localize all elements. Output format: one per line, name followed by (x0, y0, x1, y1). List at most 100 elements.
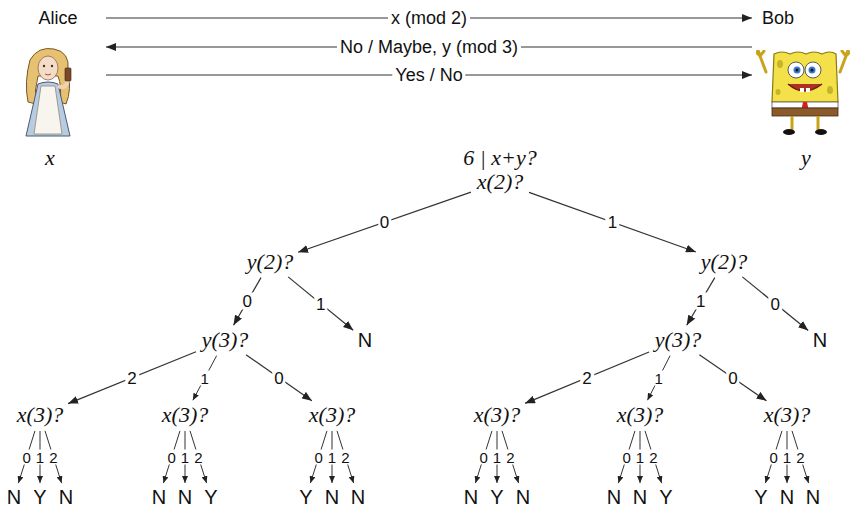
edge-label: 1 (635, 450, 645, 465)
leaf-answer: Y (201, 485, 220, 509)
alice-dress (26, 82, 70, 136)
question-node: x(3)? (159, 402, 211, 428)
edge-label: 1 (200, 370, 210, 385)
leaf-answer: N (4, 485, 24, 509)
node-text: Y (299, 487, 312, 507)
leaf-answer: N (513, 485, 533, 509)
person-node: Bob (752, 4, 804, 144)
edge-label: x (mod 2) (388, 9, 470, 27)
edge-label: 0 (378, 214, 391, 231)
edge-label: 0 (241, 293, 254, 310)
node-text: x(3)? (17, 404, 63, 426)
variable-label: 6 | x+y? (463, 147, 536, 169)
edge-label: 1 (606, 214, 619, 231)
person-node: Alice (10, 4, 106, 144)
leaf-answer: N (604, 485, 624, 509)
edge-label: 0 (22, 449, 32, 464)
node-text: Y (33, 487, 46, 507)
node-text: N (325, 487, 339, 507)
node-text: Y (490, 487, 503, 507)
bob-mouth (788, 84, 822, 91)
edge-label: 0 (769, 295, 782, 312)
node-text: x(3)? (162, 404, 208, 426)
question-node: y(2)? (698, 249, 750, 275)
edge-label: 1 (180, 450, 190, 465)
connector-arrow (310, 431, 327, 483)
connector-arrow (45, 431, 62, 483)
leaf-answer: N (777, 485, 797, 509)
question-node: y(2)? (244, 249, 296, 275)
connector-arrow (190, 431, 207, 483)
bob-hole (776, 89, 781, 95)
question-node: x(2)? (474, 169, 526, 195)
edge-label: 0 (726, 369, 739, 386)
edge-label: No / Maybe, y (mod 3) (337, 38, 521, 56)
node-text: y(3)? (655, 329, 701, 351)
node-text: N (351, 487, 365, 507)
node-text: N (633, 487, 647, 507)
node-text: y(3)? (202, 329, 248, 351)
bob-eye (788, 62, 804, 78)
connector-arrow (647, 356, 670, 401)
node-text: Alice (10, 9, 106, 27)
leaf-answer: N (355, 328, 375, 352)
edge-label: 1 (492, 450, 502, 465)
node-text: Y (204, 487, 217, 507)
node-text: Bob (752, 9, 804, 27)
connector-arrow (742, 277, 808, 331)
alice-apron (34, 86, 62, 134)
question-node: y(3)? (652, 327, 704, 353)
node-text: Y (659, 487, 672, 507)
bob-eye (805, 62, 821, 78)
leaf-answer: N (56, 485, 76, 509)
connector-arrow (765, 431, 782, 483)
bob-iris (794, 67, 801, 74)
connector-arrow (687, 278, 715, 326)
edge-label: 2 (340, 449, 350, 464)
leaf-answer: N (175, 485, 195, 509)
edge-label: 1 (654, 370, 664, 385)
edge-label: 2 (125, 369, 138, 386)
edge-label: 2 (48, 449, 58, 464)
leaf-answer: N (803, 485, 823, 509)
bob-tooth (800, 88, 804, 92)
node-text: x(2)? (477, 171, 523, 193)
bob-arm (756, 50, 766, 72)
bob-arm (840, 50, 850, 72)
node-text: N (813, 330, 827, 350)
node-text: N (464, 487, 478, 507)
bob-pupil (796, 69, 799, 72)
node-text: N (516, 487, 530, 507)
edge-label: 0 (167, 449, 177, 464)
leaf-answer: Y (30, 485, 49, 509)
alice-bottle (65, 68, 71, 81)
bob-shoe (815, 129, 827, 135)
edge-label: 1 (782, 450, 792, 465)
bob-pupil (811, 69, 814, 72)
connector-arrow (475, 431, 492, 483)
node-text: N (178, 487, 192, 507)
edge-label: 2 (505, 449, 515, 464)
node-text: x(3)? (617, 404, 663, 426)
connector-arrow (298, 192, 471, 252)
node-text: N (607, 487, 621, 507)
connector-arrow (233, 278, 261, 326)
bob-pants (772, 108, 838, 116)
node-text: Y (754, 487, 767, 507)
question-node: x(3)? (614, 402, 666, 428)
edge-label: 2 (795, 449, 805, 464)
node-text: x(3)? (309, 404, 355, 426)
edge-label: 0 (622, 449, 632, 464)
alice-illustration (16, 46, 86, 140)
node-text: y(2)? (701, 251, 747, 273)
connector-arrow (18, 431, 35, 483)
bob-hole (827, 86, 833, 94)
bob-iris (809, 67, 816, 74)
edge-label: 2 (193, 449, 203, 464)
edge-label: 2 (648, 449, 658, 464)
edge-label: 1 (35, 450, 45, 465)
node-text: N (152, 487, 166, 507)
connector-arrow (502, 431, 519, 483)
edge-label: 2 (580, 369, 593, 386)
